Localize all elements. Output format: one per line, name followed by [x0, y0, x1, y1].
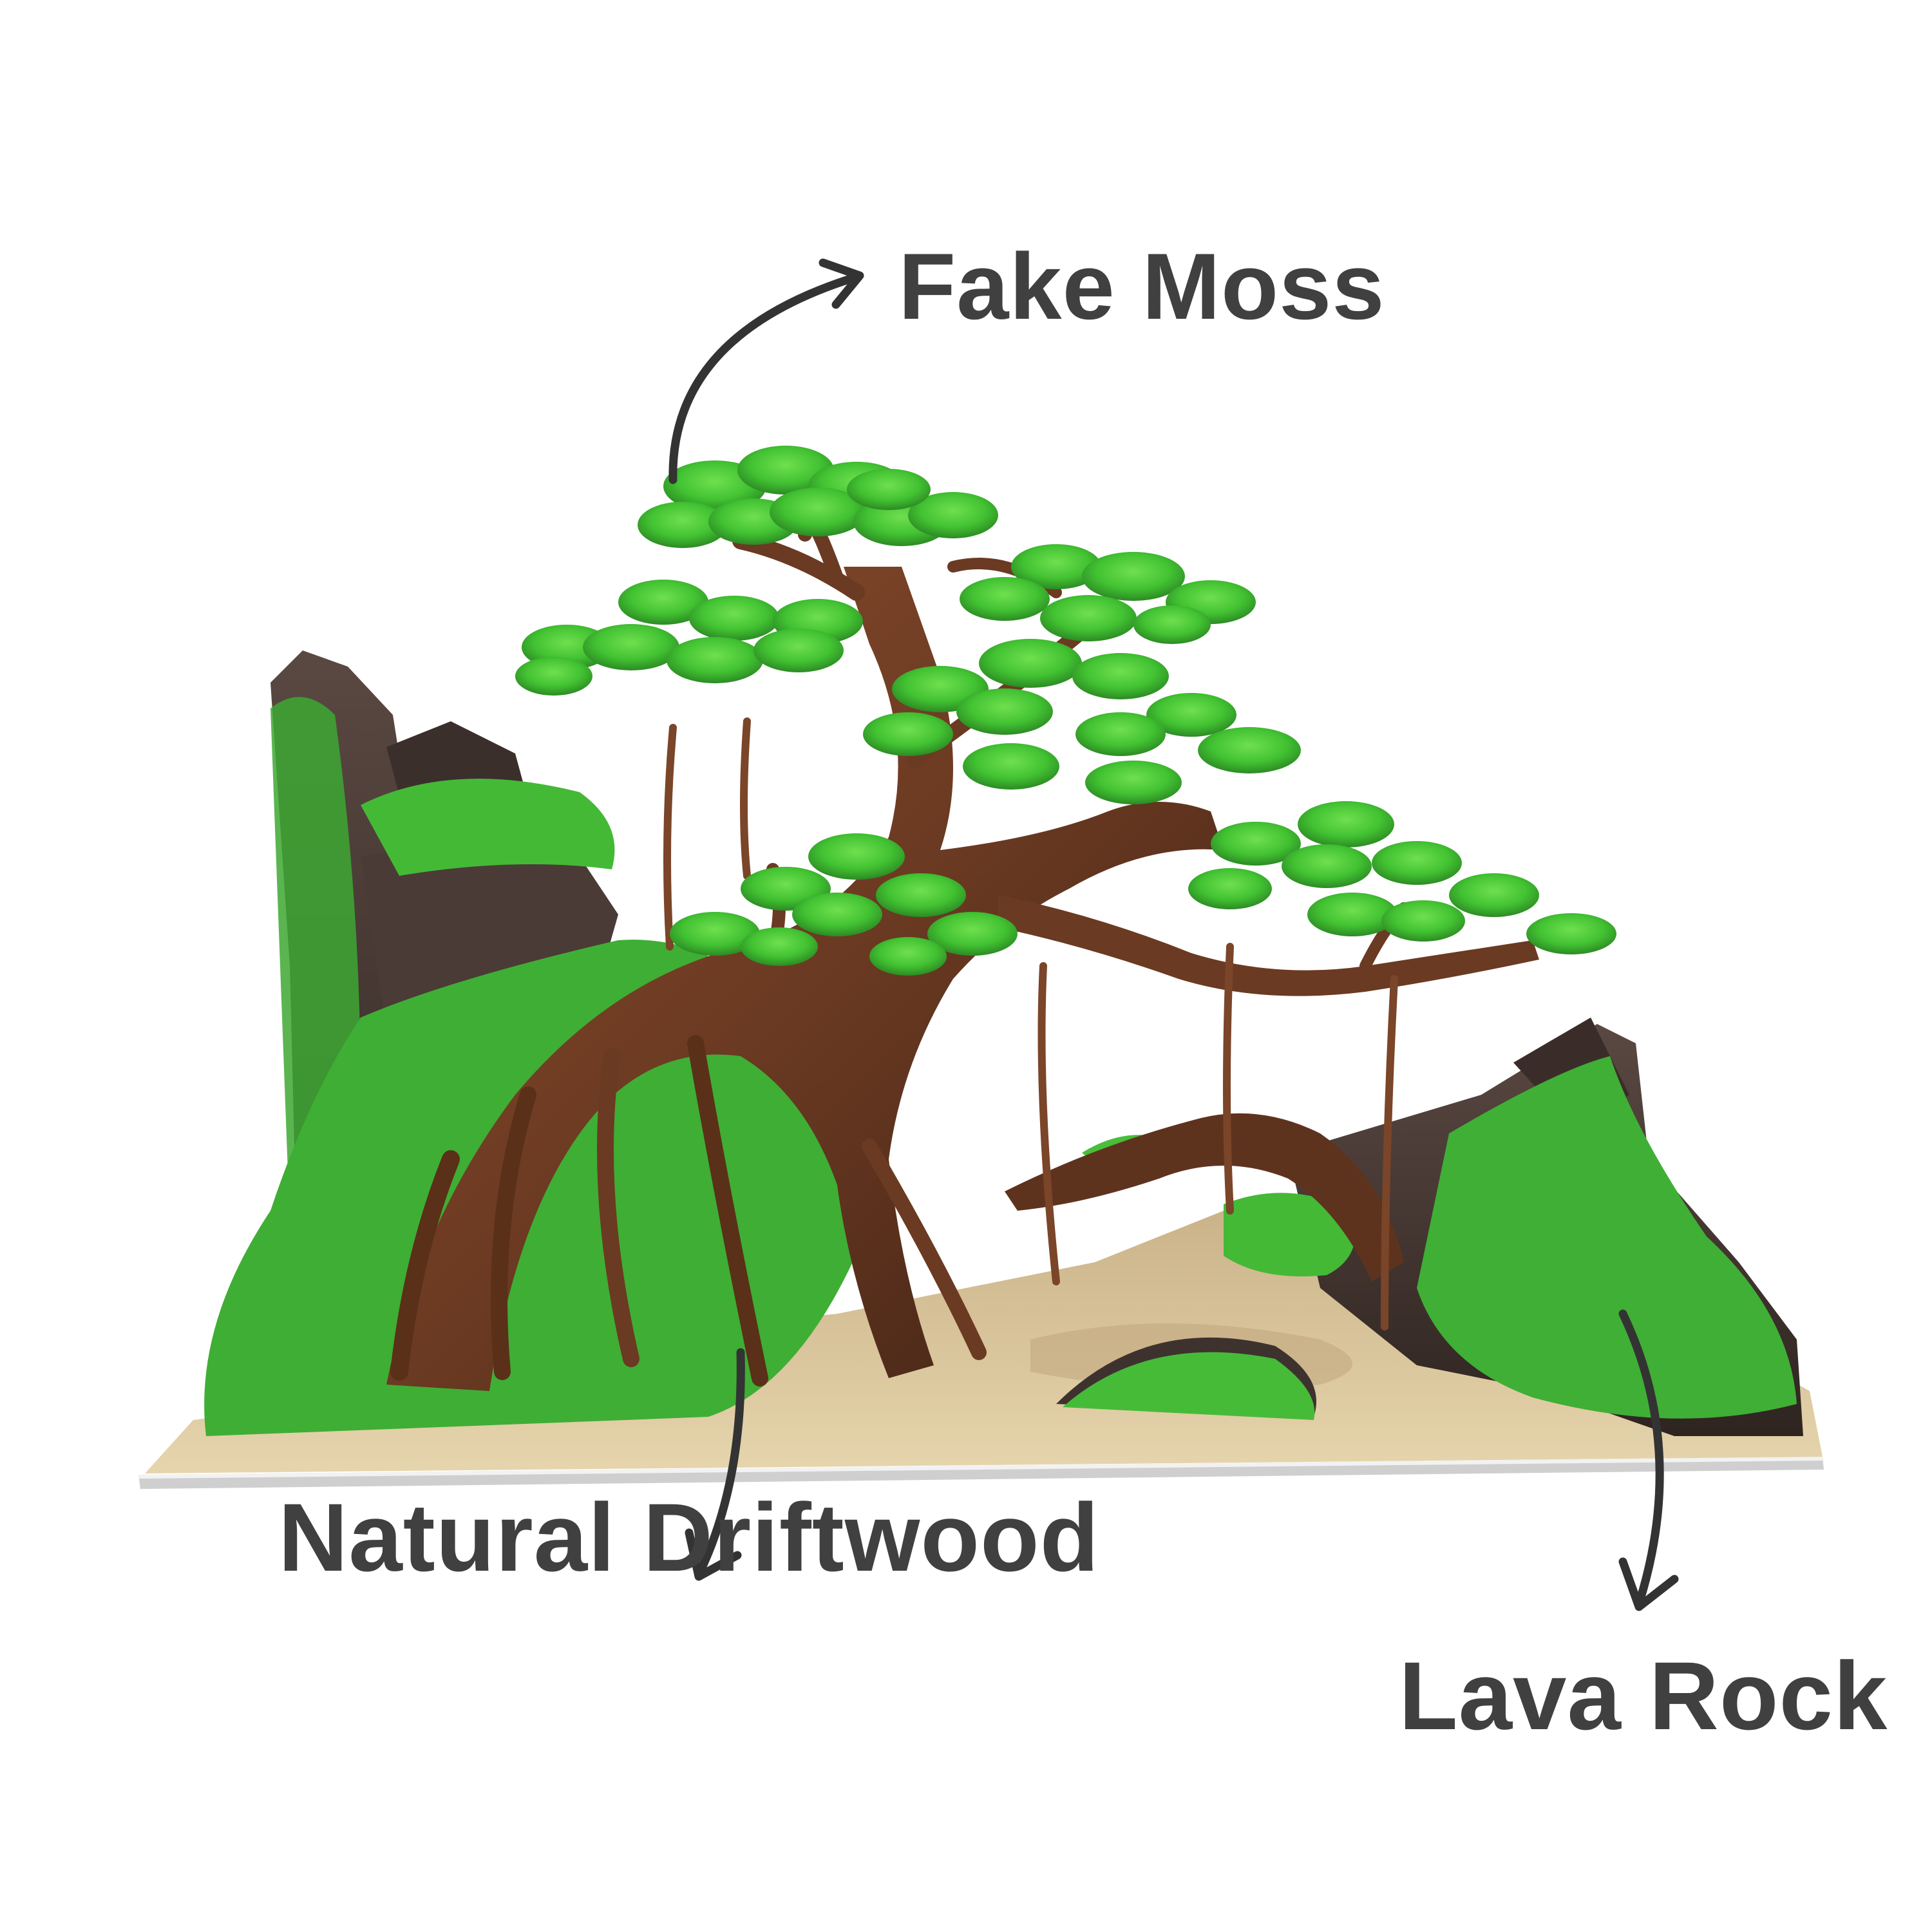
- label-natural-driftwood: Natural Driftwood: [278, 1483, 1100, 1591]
- moss-canopy-group: [515, 446, 1616, 976]
- arrow-lava-rock: [1618, 1309, 1679, 1611]
- base-plate: [138, 1457, 1824, 1489]
- arrow-fake-moss: [668, 258, 864, 484]
- label-fake-moss: Fake Moss: [898, 234, 1385, 339]
- label-lava-rock: Lava Rock: [1399, 1642, 1888, 1750]
- arrow-natural-driftwood: [685, 1348, 745, 1581]
- callout-arrows: [668, 258, 1679, 1611]
